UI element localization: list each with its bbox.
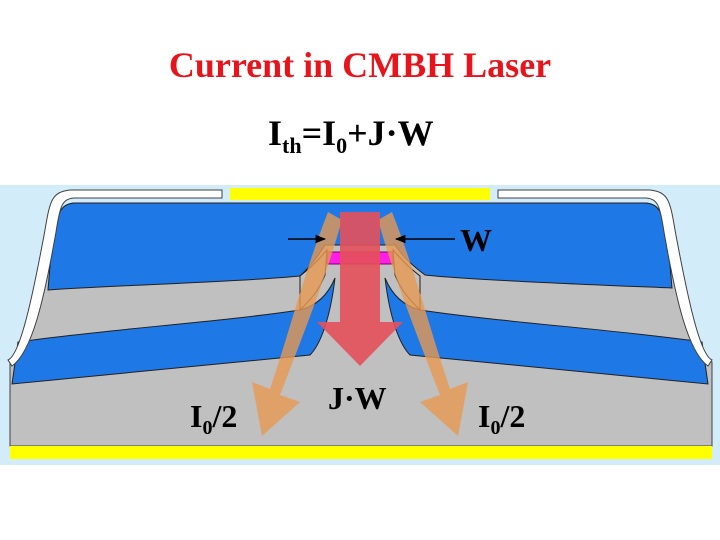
upper-blue-layer — [47, 202, 673, 291]
center-current-arrow — [317, 212, 403, 366]
right-current-main: I — [478, 398, 491, 434]
left-side-current-label: I0/2 — [190, 398, 237, 440]
left-current-subscript: 0 — [202, 417, 213, 439]
width-label: W — [460, 222, 492, 258]
formula-term1: I — [322, 113, 337, 153]
right-current-rest: /2 — [500, 398, 526, 434]
threshold-current-formula: Ith=I0+J·W — [268, 112, 434, 159]
formula-lhs: I — [268, 113, 283, 153]
right-side-current-label: I0/2 — [478, 398, 525, 440]
top-contact — [230, 188, 490, 200]
bottom-contact — [10, 446, 712, 459]
side-current-arrow-left — [252, 212, 342, 436]
formula-term2: J·W — [367, 113, 434, 153]
lower-blue-layer-right — [384, 277, 709, 385]
formula-equals: = — [301, 113, 323, 153]
dielectric-coating-right — [497, 189, 713, 367]
left-current-main: I — [190, 398, 203, 434]
formula-term1-subscript: 0 — [336, 133, 348, 158]
formula-plus: + — [347, 113, 368, 153]
right-current-subscript: 0 — [490, 417, 501, 439]
formula-lhs-subscript: th — [282, 133, 302, 158]
slide-title: Current in CMBH Laser — [168, 45, 552, 85]
left-current-rest: /2 — [212, 398, 238, 434]
dielectric-coating-left — [7, 189, 223, 367]
lower-blue-layer-left — [11, 277, 336, 385]
center-current-label: J·W — [328, 380, 387, 416]
side-current-arrow-right — [378, 212, 468, 436]
